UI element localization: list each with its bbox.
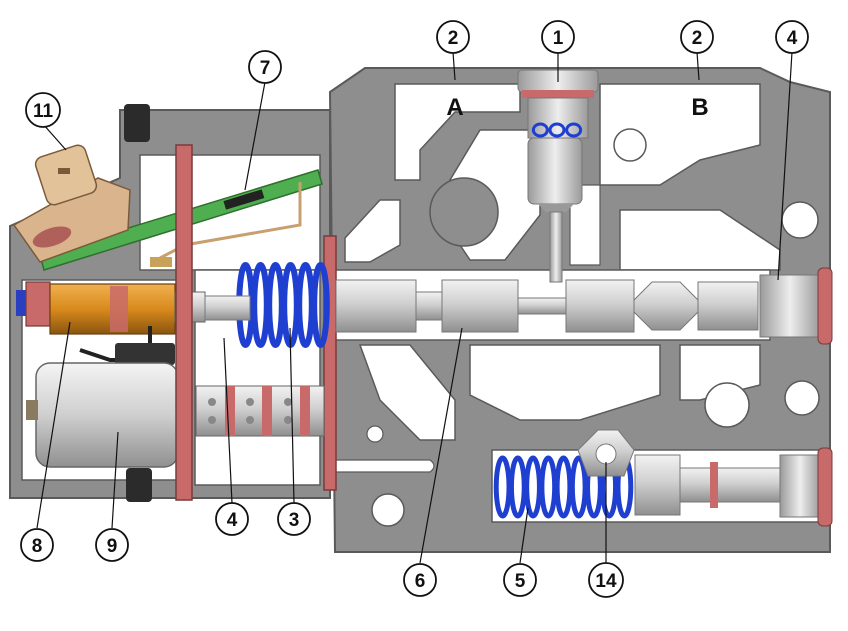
svg-text:4: 4 — [227, 510, 238, 531]
callout-9: 9 — [95, 528, 129, 562]
svg-text:14: 14 — [595, 571, 617, 592]
port-b-label: B — [691, 94, 708, 121]
spring-coil — [531, 122, 549, 138]
valve-body — [328, 67, 831, 553]
callout-7: 7 — [248, 50, 282, 84]
leader-lines — [36, 51, 793, 564]
svg-text:6: 6 — [415, 571, 426, 592]
callout-2-b: 2 — [680, 20, 714, 54]
return-spring-3 — [236, 262, 330, 348]
svg-text:5: 5 — [515, 571, 526, 592]
svg-text:4: 4 — [787, 28, 798, 49]
svg-text:2: 2 — [692, 28, 703, 49]
callout-14: 14 — [588, 562, 624, 598]
lower-valve-spool — [634, 447, 833, 527]
return-spring-5 — [493, 455, 634, 519]
callout-8: 8 — [20, 528, 54, 562]
check-valve-spring — [531, 122, 583, 138]
callout-2-a: 2 — [436, 20, 470, 54]
svg-text:2: 2 — [448, 28, 459, 49]
electrical-connector — [12, 144, 131, 263]
svg-text:9: 9 — [107, 536, 118, 557]
callouts: 1 2 2 4 7 11 8 9 — [20, 20, 809, 598]
callout-6: 6 — [403, 563, 437, 597]
spring-coil — [311, 262, 330, 348]
solenoid-coil — [16, 281, 206, 365]
callout-5: 5 — [503, 563, 537, 597]
main-spool — [204, 267, 833, 345]
callout-1: 1 — [541, 20, 575, 54]
svg-text:1: 1 — [553, 28, 564, 49]
svg-text:11: 11 — [33, 101, 54, 122]
callout-4-bottom: 4 — [215, 502, 249, 536]
spring-coil — [548, 122, 566, 138]
callout-4-top: 4 — [775, 20, 809, 54]
callout-3: 3 — [277, 502, 311, 536]
pilot-spool — [195, 385, 325, 437]
ball-plug — [577, 429, 635, 477]
svg-text:8: 8 — [32, 536, 43, 557]
callout-11: 11 — [25, 92, 61, 128]
spring-coil — [565, 122, 583, 138]
check-valve — [517, 69, 599, 283]
svg-text:3: 3 — [289, 510, 300, 531]
port-a-label: A — [446, 94, 463, 121]
svg-text:7: 7 — [260, 58, 271, 79]
